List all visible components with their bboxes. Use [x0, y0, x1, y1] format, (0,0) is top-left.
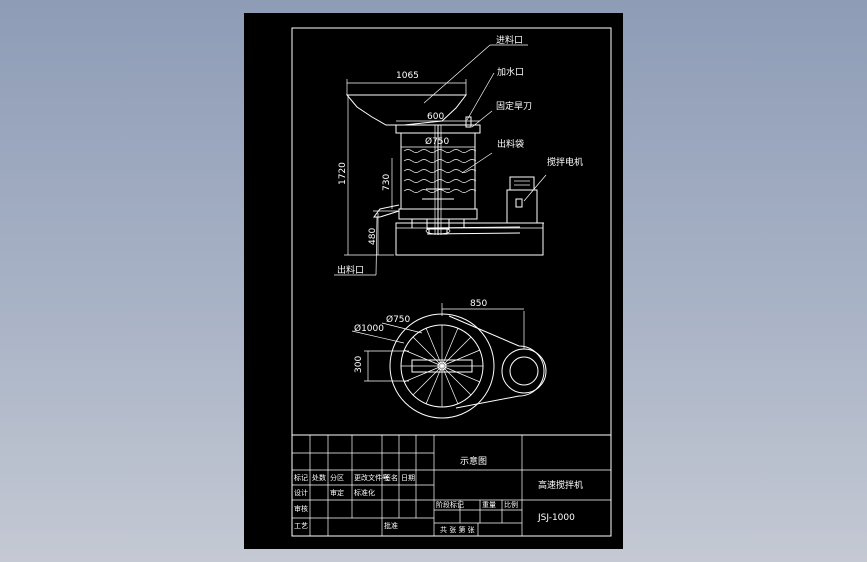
- title-product-name: 高速搅拌机: [538, 479, 583, 491]
- tb-row-mark-2: 处数: [312, 473, 326, 482]
- spokes: [401, 325, 483, 407]
- label-feed-inlet: 进料口: [496, 34, 523, 46]
- drawing-sheet: 进料口 加水口 固定旱刀 出料袋 搅拌电机 出料口 1065 600 Ø750 …: [244, 13, 623, 549]
- tb-date: 日期: [401, 474, 415, 482]
- tb-row-check: 审核: [294, 504, 308, 513]
- label-water-inlet: 加水口: [497, 66, 524, 78]
- dim-inner-width: 600: [427, 112, 444, 122]
- tb-weight: 重量: [482, 501, 496, 509]
- cad-drawing: 进料口 加水口 固定旱刀 出料袋 搅拌电机 出料口 1065 600 Ø750 …: [291, 27, 612, 537]
- drawing-frame: [291, 27, 612, 537]
- tb-num: 分区: [330, 473, 344, 482]
- plan-view: [351, 303, 547, 419]
- title-model: JSJ-1000: [537, 513, 575, 523]
- base-plinth: [395, 222, 544, 256]
- dim-tank-diameter: Ø750: [425, 136, 450, 147]
- discharge-spout: [373, 204, 400, 218]
- hopper: [345, 94, 468, 126]
- dim-plan-center-distance: 850: [470, 299, 487, 309]
- dimension-lines: [344, 79, 480, 256]
- dim-base-height: 480: [368, 228, 378, 245]
- tb-std: 标准化: [354, 488, 375, 497]
- dim-total-height: 1720: [338, 162, 348, 185]
- label-discharge-chute: 出料袋: [497, 138, 524, 150]
- dim-top-width: 1065: [396, 71, 419, 81]
- label-fixed-blade: 固定旱刀: [496, 100, 532, 112]
- liquid-hatching: [403, 149, 477, 193]
- leader-lines: [334, 44, 547, 276]
- tb-row-mark: 标记: [294, 473, 308, 482]
- label-stir-motor: 搅拌电机: [547, 156, 583, 168]
- tb-sign: 签名: [384, 473, 398, 482]
- dim-plan-outer-diameter: Ø1000: [354, 323, 384, 334]
- front-elevation-view: [334, 44, 547, 276]
- tb-doc: 更改文件号: [354, 473, 389, 482]
- tb-b: 审定: [330, 488, 344, 497]
- label-discharge-outlet: 出料口: [337, 264, 364, 276]
- tb-scale: 比例: [504, 500, 518, 509]
- belt-housing: [448, 315, 545, 409]
- dim-plan-inner-diameter: Ø750: [386, 314, 411, 325]
- tb-stage: 阶段标记: [436, 500, 464, 509]
- plan-dimension-lines: [351, 303, 525, 382]
- tb-row-process: 工艺: [294, 522, 308, 530]
- tb-row-design: 设计: [294, 488, 308, 497]
- tb-row-approve: 批准: [384, 521, 398, 530]
- motor-pulley: [501, 348, 547, 394]
- dim-plan-offset: 300: [354, 356, 364, 373]
- tb-sheets: 共 张 第 张: [440, 525, 475, 534]
- title-block: [291, 434, 612, 537]
- title-view-name: 示意图: [460, 455, 487, 467]
- dim-tank-height: 730: [382, 174, 392, 191]
